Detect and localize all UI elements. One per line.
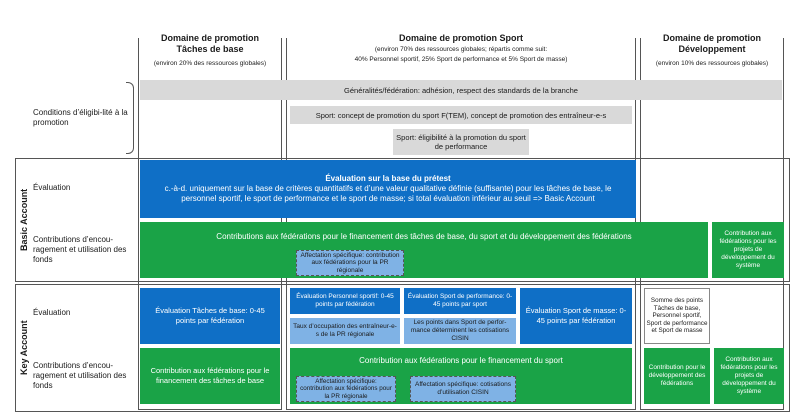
row-label-eligibility-text: Conditions d’éligibi-lité à la promotion [33, 108, 128, 127]
column-note-sport-2: 40% Personnel sportif, 25% Sport de perf… [354, 56, 568, 63]
column-header-sport: Domaine de promotion Sport (environ 70% … [286, 33, 636, 64]
key-contrib-base: Contribution aux fédérations pour le fin… [140, 348, 280, 404]
key-account-label: Key Account [15, 284, 33, 412]
row-label-basic-contrib-text: Contributions d’encou-ragement et utilis… [33, 235, 127, 264]
key-eval-masse-text: Évaluation Sport de masse: 0-45 points p… [525, 306, 627, 325]
column-title-dev-1: Domaine de promotion [662, 33, 761, 43]
key-eval-perso-text: Évaluation Personnel sportif: 0-45 point… [296, 293, 394, 308]
key-contrib-sport-text: Contribution aux fédérations pour le fin… [359, 356, 563, 365]
column-title-base-2: Tâches de base [176, 44, 244, 54]
key-dev-contrib-2-text: Contribution aux fédérations pour les pr… [720, 356, 778, 395]
basic-eval-box: Évaluation sur la base du prétest c.-à-d… [140, 160, 636, 218]
basic-account-frame [15, 158, 790, 282]
row-label-eligibility: Conditions d’éligibi-lité à la promotion [33, 100, 128, 136]
key-affect-pr-text: Affectation spécifique: contribution aux… [300, 377, 392, 400]
column-note-base: (environ 20% des ressources globales) [153, 60, 267, 67]
key-dev-sum-text: Somme des points Tâches de base, Personn… [646, 297, 708, 335]
eligibility-general: Généralités/fédération: adhésion, respec… [140, 80, 782, 100]
row-label-key-eval-text: Évaluation [33, 308, 71, 317]
basic-contrib-text: Contributions aux fédérations pour le fi… [216, 232, 632, 241]
key-cisin-box: Les points dans Sport de perfor-mance dé… [404, 318, 516, 344]
key-dev-sum-box: Somme des points Tâches de base, Personn… [644, 288, 710, 344]
key-contrib-sport-wrap: Contribution aux fédérations pour le fin… [290, 352, 632, 370]
key-taux-text: Taux d’occupation des entraîneur-e-s de … [293, 323, 397, 338]
eligibility-perf-text: Sport: éligibilité à la promotion du spo… [396, 133, 526, 151]
eligibility-perf: Sport: éligibilité à la promotion du spo… [393, 129, 529, 155]
column-title-sport: Domaine de promotion Sport [395, 33, 526, 43]
eligibility-sport-concept: Sport: concept de promotion du sport F(T… [290, 106, 632, 124]
key-affect-cisin: Affectation spécifique: cotisations d’ut… [410, 376, 516, 402]
key-eval-masse: Évaluation Sport de masse: 0-45 points p… [520, 288, 632, 344]
key-cisin-text: Les points dans Sport de perfor-mance dé… [410, 319, 510, 342]
basic-dev-contrib-text: Contribution aux fédérations pour les pr… [719, 230, 777, 269]
row-label-key-eval: Évaluation [33, 288, 133, 338]
eligibility-sport-concept-text: Sport: concept de promotion du sport F(T… [315, 110, 607, 120]
key-dev-contrib-1: Contribution pour le développement des f… [644, 348, 710, 404]
basic-dev-contrib-box: Contribution aux fédérations pour les pr… [712, 222, 784, 278]
basic-account-label: Basic Account [15, 158, 33, 282]
column-header-base: Domaine de promotion Tâches de base (env… [138, 33, 282, 68]
eligibility-general-text: Généralités/fédération: adhésion, respec… [344, 85, 578, 95]
key-affect-pr: Affectation spécifique: contribution aux… [296, 376, 396, 402]
row-label-key-contrib: Contributions d’encou-ragement et utilis… [33, 348, 133, 404]
basic-account-label-text: Basic Account [19, 188, 29, 252]
key-eval-perf: Évaluation Sport de performance: 0-45 po… [404, 288, 516, 314]
basic-eval-text: c.-à-d. uniquement sur la base de critèr… [164, 184, 612, 203]
key-eval-base: Évaluation Tâches de base: 0-45 points p… [140, 288, 280, 344]
eligibility-brace [126, 82, 134, 154]
basic-affect-box: Affectation spécifique: contribution aux… [296, 250, 404, 276]
row-label-basic-eval: Évaluation [33, 160, 133, 216]
row-label-basic-eval-text: Évaluation [33, 183, 71, 192]
column-title-base-1: Domaine de promotion [160, 33, 259, 43]
basic-contrib-text-wrap: Contributions aux fédérations pour le fi… [140, 226, 708, 248]
key-eval-perso: Évaluation Personnel sportif: 0-45 point… [290, 288, 400, 314]
key-account-frame [15, 284, 790, 412]
basic-eval-title: Évaluation sur la base du prétest [325, 174, 451, 183]
column-title-dev-2: Développement [678, 44, 746, 54]
key-contrib-base-text: Contribution aux fédérations pour le fin… [150, 366, 270, 385]
key-taux-box: Taux d’occupation des entraîneur-e-s de … [290, 318, 400, 344]
row-label-key-contrib-text: Contributions d’encou-ragement et utilis… [33, 361, 127, 390]
column-header-dev: Domaine de promotion Développement (envi… [640, 33, 784, 68]
column-note-sport-1: (environ 70% des ressources globales; ré… [374, 46, 548, 53]
basic-contrib-box: Contributions aux fédérations pour le fi… [140, 222, 708, 278]
basic-affect-text: Affectation spécifique: contribution aux… [300, 251, 400, 274]
key-account-label-text: Key Account [19, 320, 29, 376]
key-affect-cisin-text: Affectation spécifique: cotisations d’ut… [415, 381, 511, 396]
row-label-basic-contrib: Contributions d’encou-ragement et utilis… [33, 222, 133, 278]
key-eval-perf-text: Évaluation Sport de performance: 0-45 po… [407, 293, 513, 308]
key-eval-base-text: Évaluation Tâches de base: 0-45 points p… [155, 306, 265, 325]
key-dev-contrib-2: Contribution aux fédérations pour les pr… [714, 348, 784, 404]
column-note-dev: (environ 10% des ressources globales) [655, 60, 769, 67]
key-dev-contrib-1-text: Contribution pour le développement des f… [648, 364, 706, 387]
